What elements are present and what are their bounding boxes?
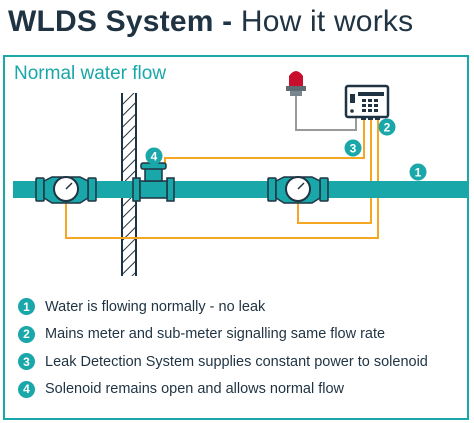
sub-meter-wire — [297, 120, 372, 224]
page-title: WLDS System - How it works — [8, 3, 413, 41]
legend-number-badge: 4 — [18, 380, 35, 398]
svg-text:4: 4 — [151, 150, 158, 164]
mains-meter-wire — [65, 120, 379, 239]
svg-text:1: 1 — [415, 166, 422, 180]
water-pipe — [13, 181, 468, 198]
legend-text: Mains meter and sub-meter signalling sam… — [45, 326, 386, 343]
title-separator: - — [213, 5, 241, 38]
legend-text: Solenoid remains open and allows normal … — [45, 381, 345, 398]
sub-water-meter — [267, 176, 329, 204]
legend: 1 Water is flowing normally - no leak 2 … — [18, 293, 428, 403]
mains-water-meter — [35, 176, 97, 204]
diagram-panel — [3, 55, 469, 420]
callout-1: 1 — [409, 163, 427, 181]
legend-item: 2 Mains meter and sub-meter signalling s… — [18, 321, 428, 349]
callout-2: 2 — [378, 118, 396, 136]
solenoid-wire — [164, 120, 365, 165]
legend-number-badge: 3 — [18, 353, 35, 371]
svg-text:3: 3 — [350, 142, 357, 156]
title-bold: WLDS System — [8, 5, 214, 38]
legend-item: 1 Water is flowing normally - no leak — [18, 293, 428, 321]
leak-detection-panel — [344, 84, 390, 120]
title-light: How it works — [240, 5, 414, 38]
panel-label: Normal water flow — [14, 63, 167, 84]
callout-4: 4 — [145, 147, 163, 165]
legend-item: 3 Leak Detection System supplies constan… — [18, 348, 428, 376]
legend-text: Water is flowing normally - no leak — [45, 298, 266, 315]
legend-number-badge: 1 — [18, 298, 35, 316]
signal-wires — [65, 120, 379, 239]
legend-text: Leak Detection System supplies constant … — [45, 353, 428, 370]
alarm-beacon-icon — [286, 71, 306, 96]
callout-3: 3 — [344, 139, 362, 157]
svg-text:2: 2 — [384, 121, 391, 135]
alarm-wire — [295, 96, 357, 131]
legend-number-badge: 2 — [18, 325, 35, 343]
legend-item: 4 Solenoid remains open and allows norma… — [18, 376, 428, 404]
solenoid-valve — [132, 162, 175, 202]
